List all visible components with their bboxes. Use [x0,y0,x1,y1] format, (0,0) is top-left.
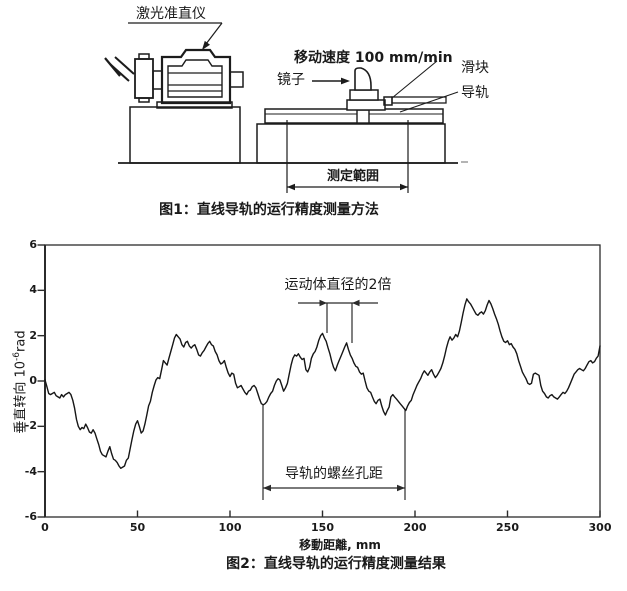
x-tick-label: 100 [218,521,242,534]
measurement-curve [44,298,601,469]
eyepiece-crossbar [104,57,121,77]
x-tick-label: 150 [311,521,334,534]
mirror-mount [349,89,379,101]
y-tick-label: -2 [24,419,37,433]
rail-label: 导轨 [461,85,489,101]
x-tick-label: 0 [41,521,49,534]
laser-connector [152,70,163,90]
y-tick-label: 2 [29,328,37,342]
figure1-caption: 图1：直线导轨的运行精度测量方法 [159,202,379,218]
y-tick-label: 0 [29,374,37,387]
measuring-range-label: 测定範囲 [327,169,380,184]
laser-right-stub [229,71,244,88]
mirror-shape [354,67,372,91]
pitch-arrowhead-icon [263,484,271,492]
range-arrowhead-icon [400,183,408,191]
slider-label: 滑块 [461,60,489,76]
x-tick-label: 250 [496,521,519,534]
peak-spacing-annotation: 运动体直径的2倍 [284,277,392,293]
x-tick-label: 300 [588,521,612,534]
x-tick-label: 200 [403,521,427,534]
laser-arrowhead-icon [202,40,210,50]
rail-pedestal [256,123,446,164]
x-tick-label: 50 [129,521,146,534]
y-tick-label: -6 [24,510,37,523]
moving-speed-label: 移动速度 100 mm/min [294,50,453,66]
laser-barrel [134,58,154,99]
barrel-top-tab [138,53,150,60]
pitch-arrowhead-icon [397,484,405,492]
chart-dynamic-layer [37,244,601,518]
mirror-label: 镜子 [277,72,305,88]
hole-pitch-annotation: 导轨的螺丝孔距 [285,466,383,482]
rail-leader-line [399,91,459,113]
y-axis-label-exponent: -6 [12,351,22,361]
rail-bar [391,96,447,104]
laser-frame [160,48,232,105]
mirror-arrowhead-icon [341,77,350,85]
rail-bed [264,108,444,124]
figure2-caption: 图2：直线导轨的运行精度测量结果 [226,556,446,572]
slider-carriage [346,99,386,111]
laser-leader-line [205,22,223,45]
figure1-diagram [104,22,468,193]
y-tick-label: -4 [24,464,37,478]
laser-pedestal [129,106,241,164]
slider-leader-line [391,60,438,99]
y-tick-label: 4 [29,283,37,297]
peak-arrowhead-icon [319,299,327,307]
range-arrowhead-icon [287,183,295,191]
laser-body [167,59,223,98]
laser-collimator-label: 激光准直仪 [136,6,206,22]
slider-tongue [356,109,370,124]
peak-arrowhead-icon [352,299,360,307]
eyepiece-line [114,56,135,75]
x-axis-label: 移動距離, mm [299,538,381,552]
y-tick-label: 6 [29,238,37,251]
barrel-bottom-tab [138,97,150,103]
